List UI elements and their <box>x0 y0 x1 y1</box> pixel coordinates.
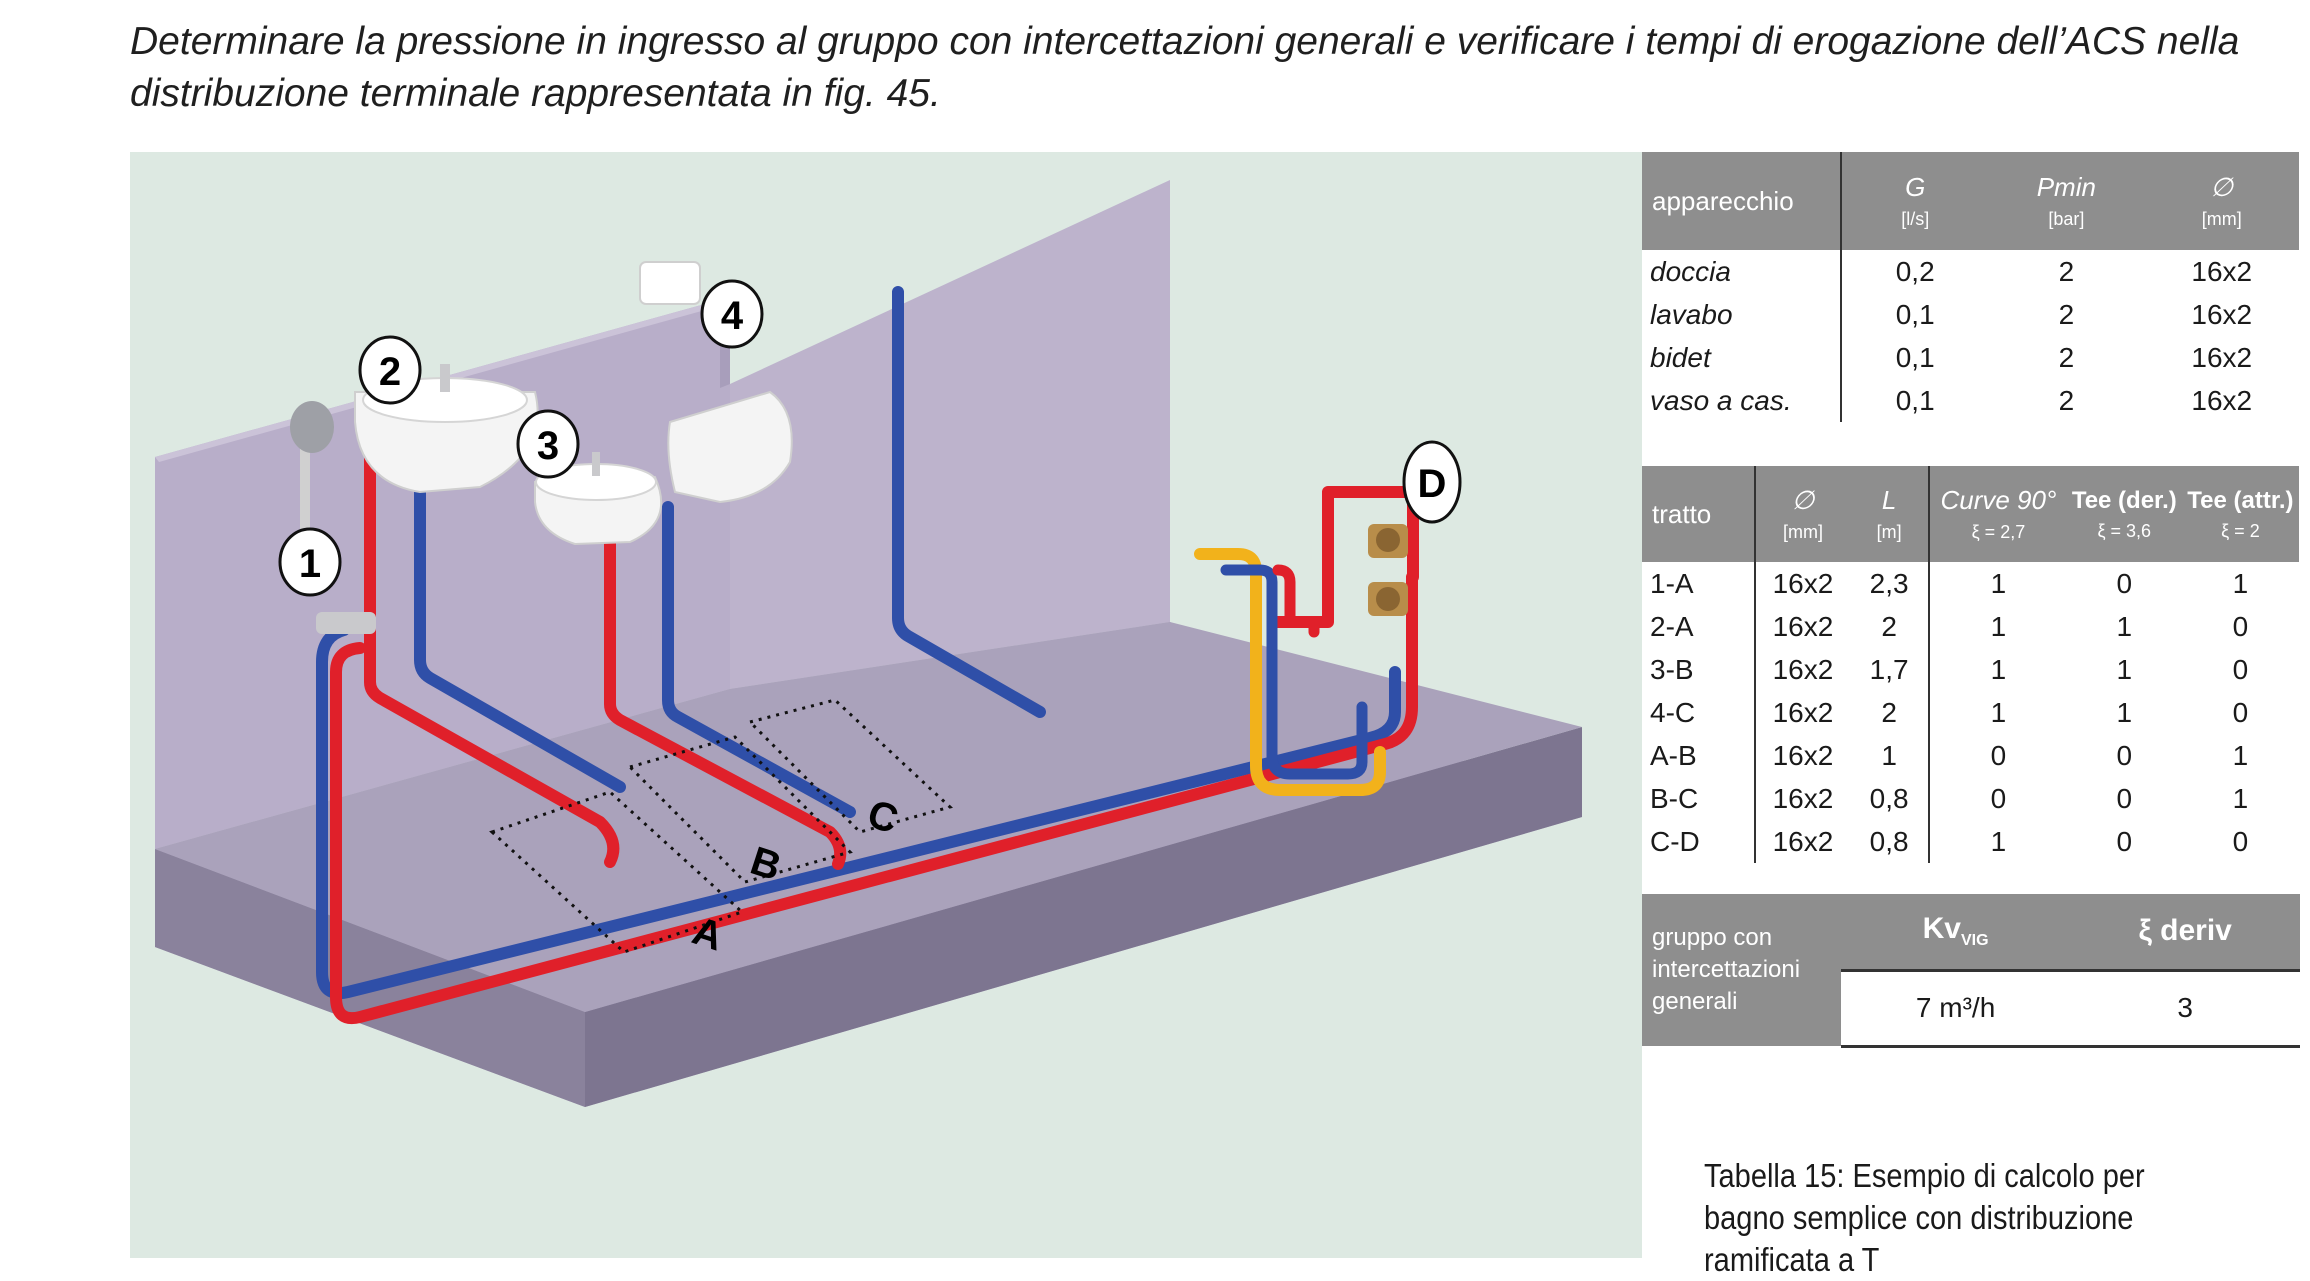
col-pmin: Pmin[bar] <box>1988 152 2145 250</box>
bathroom-illustration: A B C 1 2 3 4 D <box>130 152 1642 1258</box>
hot-main <box>330 571 1418 1024</box>
section-box-c <box>747 698 953 834</box>
col-l: L[m] <box>1850 466 1930 562</box>
hot-lavabo <box>364 426 620 868</box>
section-box-a <box>489 790 745 954</box>
sections-table: tratto ∅[mm] L[m] Curve 90°ξ = 2,7 Tee (… <box>1642 466 2300 863</box>
col-g: G[l/s] <box>1840 152 1989 250</box>
cold-lavabo <box>414 426 626 793</box>
col-kv: KvVIG <box>1840 894 2071 970</box>
point-marker-4: 4 <box>700 279 764 349</box>
col-curve: Curve 90°ξ = 2,7 <box>1928 466 2067 562</box>
right-wall <box>730 180 1170 689</box>
kv-value: 7 m³/h <box>1840 968 2071 1048</box>
valve-group-d <box>1368 524 1408 616</box>
cold-loop-d <box>1220 564 1368 780</box>
hot-loop-d <box>1272 564 1320 638</box>
hot-bidet <box>604 506 847 870</box>
point-marker-3: 3 <box>516 409 580 479</box>
recirc-yellow <box>1194 548 1386 796</box>
col-tee-attr: Tee (attr.)ξ = 2 <box>2181 466 2299 562</box>
point-marker-2: 2 <box>358 335 422 405</box>
svg-text:D: D <box>1418 462 1447 506</box>
group-table: gruppo con intercettazioni generali KvVI… <box>1642 894 2300 1048</box>
col-diam: ∅[mm] <box>2144 152 2299 250</box>
col-tee-der: Tee (der.)ξ = 3,6 <box>2066 466 2182 562</box>
svg-text:2: 2 <box>379 350 401 394</box>
svg-text:3: 3 <box>537 424 559 468</box>
group-label: gruppo con intercettazioni generali <box>1642 894 1841 1046</box>
xi-value: 3 <box>2070 968 2300 1048</box>
svg-text:1: 1 <box>299 542 321 586</box>
bidet <box>534 452 663 546</box>
svg-text:4: 4 <box>721 294 744 338</box>
cold-bidet <box>662 501 856 818</box>
table-caption: Tabella 15: Esempio di calcolo per bagno… <box>1704 1157 2145 1278</box>
floor-front-left <box>155 849 585 1107</box>
col-diam: ∅[mm] <box>1753 466 1851 562</box>
wc <box>639 261 793 504</box>
appliances-table: apparecchio G[l/s] Pmin[bar] ∅[mm] docci… <box>1642 152 2300 422</box>
point-marker-d: D <box>1402 440 1462 524</box>
col-apparecchio: apparecchio <box>1642 152 1842 250</box>
intro-text: Determinare la pressione in ingresso al … <box>130 20 2240 115</box>
cold-vaso <box>892 286 1046 718</box>
shower <box>290 401 376 634</box>
section-box-b <box>627 735 853 884</box>
floor-front-right <box>585 727 1582 1107</box>
col-tratto: tratto <box>1642 466 1755 562</box>
point-marker-1: 1 <box>278 527 342 597</box>
col-xi-deriv: ξ deriv <box>2070 894 2300 970</box>
floor-top <box>155 622 1582 1012</box>
